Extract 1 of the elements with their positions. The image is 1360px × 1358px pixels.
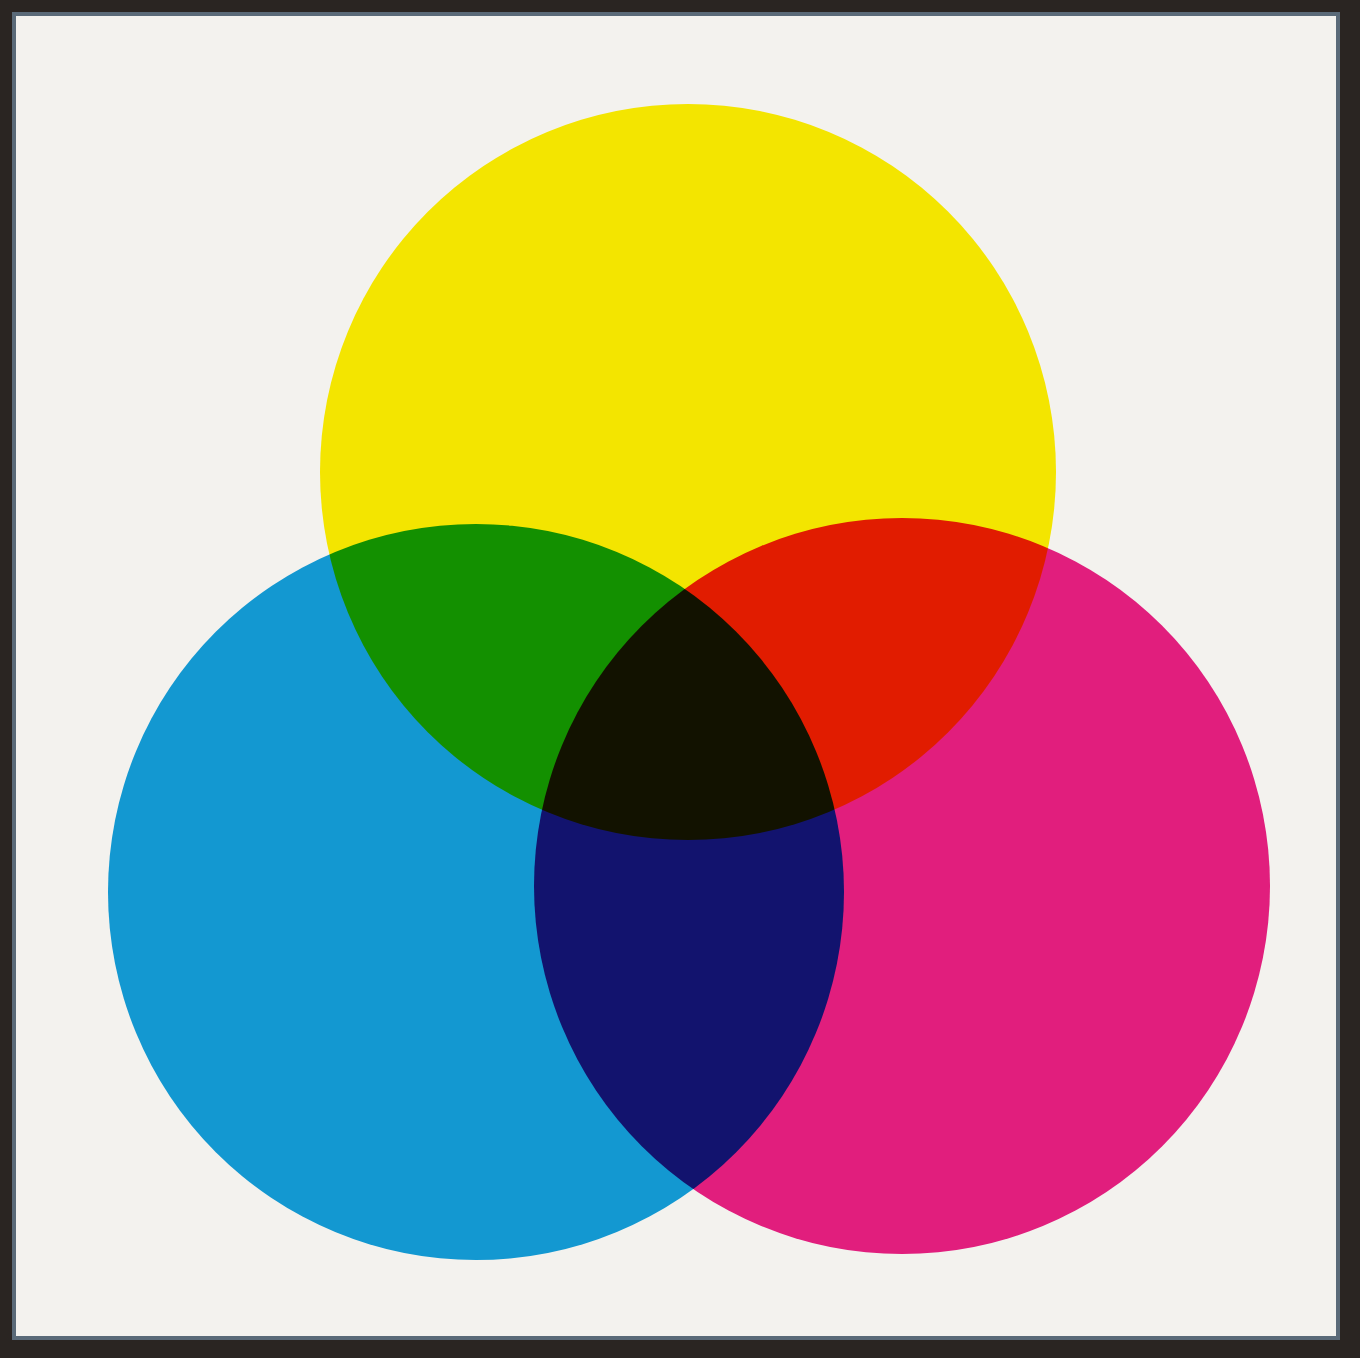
ink-circle [534, 518, 1270, 1254]
